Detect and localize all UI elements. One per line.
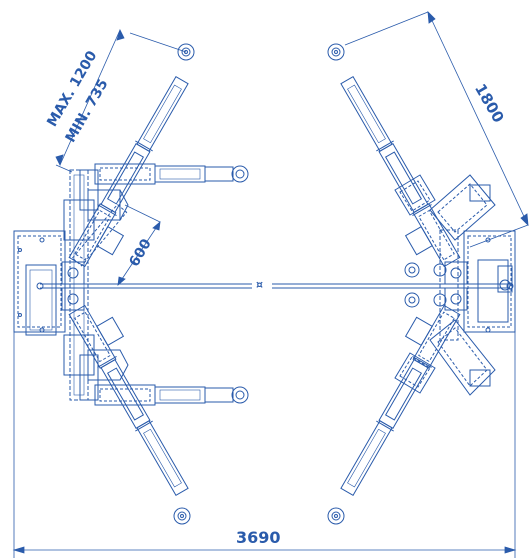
left-lower-arm-pad: [173, 507, 191, 525]
right-upper-box: [394, 174, 496, 241]
left-short-arm-lower: [79, 349, 249, 406]
right-base-plate: [444, 230, 516, 333]
left-lower-arm: [68, 304, 189, 497]
cross-bar: [36, 282, 514, 290]
left-upper-arm: [68, 75, 189, 268]
dim-600: [117, 204, 161, 286]
right-upper-arm: [340, 75, 461, 268]
right-lower-arm-pad: [327, 507, 345, 525]
center-mark: ¤: [256, 278, 263, 291]
right-upper-arm-pad: [327, 43, 345, 61]
right-lower-box: [394, 319, 496, 396]
dim-3690: [12, 332, 517, 558]
right-column: [404, 229, 459, 341]
right-lower-arm: [340, 304, 461, 497]
left-base-plate: [13, 230, 85, 336]
left-short-arm-upper: [79, 163, 249, 221]
dim-3690-label: 3690: [236, 528, 281, 547]
left-upper-arm-pad: [177, 43, 195, 61]
left-column: [63, 169, 95, 401]
dim-1800: [344, 10, 529, 248]
dim-max-min: [55, 28, 187, 173]
